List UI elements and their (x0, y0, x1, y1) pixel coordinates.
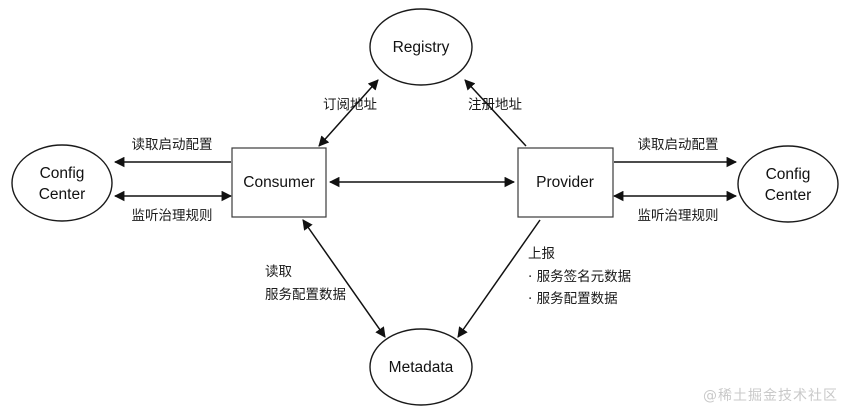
edge-label-report-line3: · 服务配置数据 (528, 291, 618, 307)
config-center-right-label-line1: Config (766, 166, 811, 183)
edge-label-report-line1: 上报 (528, 246, 555, 262)
watermark-text: @稀土掘金技术社区 (703, 388, 838, 404)
config-center-left-label-line2: Center (39, 186, 86, 203)
edge-consumer-config-read: 读取启动配置 (113, 137, 231, 168)
edge-label-subscribe-address: 订阅地址 (323, 97, 377, 113)
edge-label-read-metadata-line1: 读取 (265, 264, 292, 280)
edge-consumer-config-watch: 监听治理规则 (113, 190, 233, 224)
connector-line (302, 219, 386, 338)
edge-label-report-line2: · 服务签名元数据 (528, 268, 631, 285)
edge-label-read-metadata-line2: 服务配置数据 (265, 287, 346, 303)
node-provider[interactable]: Provider (517, 147, 614, 218)
edge-provider-registry: 注册地址 (464, 79, 527, 147)
connector-line (457, 219, 541, 338)
config-center-right-ellipse[interactable] (737, 145, 839, 223)
edge-provider-config-watch: 监听治理规则 (612, 190, 738, 224)
config-center-right-label-line2: Center (765, 187, 812, 204)
config-center-left-ellipse[interactable] (11, 144, 113, 222)
edge-label-read-startup-config-right: 读取启动配置 (638, 137, 719, 153)
registry-ellipse[interactable] (369, 8, 473, 86)
provider-label: Provider (536, 174, 594, 191)
registry-label: Registry (393, 39, 450, 56)
node-registry[interactable]: Registry (369, 8, 473, 86)
node-consumer[interactable]: Consumer (231, 147, 327, 218)
node-config-center-right[interactable]: Config Center (737, 145, 839, 223)
edge-provider-config-read: 读取启动配置 (614, 137, 738, 168)
consumer-box[interactable] (231, 147, 327, 218)
connector-line (318, 79, 379, 147)
edge-label-read-startup-config-left: 读取启动配置 (132, 137, 213, 153)
edge-label-watch-governance-rules-left: 监听治理规则 (132, 208, 213, 224)
edge-consumer-registry: 订阅地址 (318, 79, 379, 147)
node-metadata[interactable]: Metadata (369, 328, 473, 406)
edge-label-watch-governance-rules-right: 监听治理规则 (638, 208, 719, 224)
metadata-label: Metadata (389, 359, 454, 376)
edge-provider-metadata: 上报 · 服务签名元数据 · 服务配置数据 (457, 219, 631, 338)
node-config-center-left[interactable]: Config Center (11, 144, 113, 222)
config-center-left-label-line1: Config (40, 165, 85, 182)
connector-line (464, 79, 527, 147)
edge-label-register-address: 注册地址 (468, 97, 522, 113)
provider-box[interactable] (517, 147, 614, 218)
metadata-ellipse[interactable] (369, 328, 473, 406)
edge-consumer-metadata: 读取 服务配置数据 (265, 219, 386, 338)
consumer-label: Consumer (243, 174, 315, 191)
